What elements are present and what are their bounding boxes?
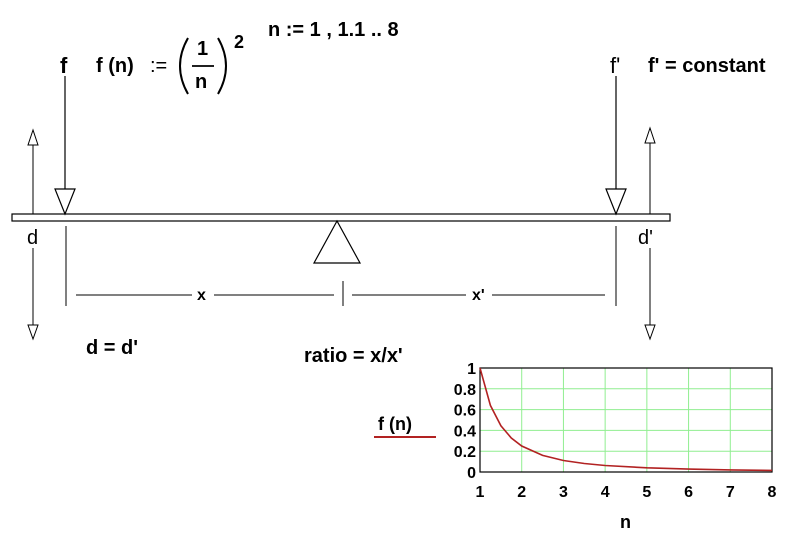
arm-left-label: x	[197, 287, 206, 304]
x-tick-label: 8	[768, 484, 777, 501]
force-right-label: f'	[610, 53, 621, 78]
dist-right-arrowhead-up	[644, 126, 656, 144]
chart-xlabel: n	[620, 512, 631, 532]
force-left-label: f	[60, 53, 68, 78]
x-tick-label: 2	[517, 484, 526, 501]
y-tick-label: 0.6	[454, 403, 476, 420]
dist-right-arrowhead-down	[644, 324, 656, 341]
chart-plot-area	[480, 368, 772, 472]
x-tick-label: 7	[726, 484, 735, 501]
distance-equation: d = d'	[86, 337, 138, 359]
range-definition: n := 1 , 1.1 .. 8	[268, 19, 399, 41]
fn-definition-op: :=	[150, 55, 168, 77]
x-tick-label: 1	[476, 484, 485, 501]
chart-frame	[479, 367, 773, 473]
legend-label: f (n)	[378, 414, 412, 434]
force-left-arrowhead	[54, 188, 76, 216]
force-right-arrowhead	[605, 188, 627, 216]
dist-right-label: d'	[638, 227, 653, 249]
y-tick-label: 1	[467, 361, 476, 378]
series-curve	[479, 367, 773, 472]
x-tick-label: 6	[684, 484, 693, 501]
ratio-equation: ratio = x/x'	[304, 345, 403, 367]
fulcrum-triangle	[312, 219, 362, 264]
chart-tick-labels: 1 2 3 4 5 6 7 8 0 0.2 0.4 0.6 0.8 1	[454, 361, 777, 501]
f-of-n-chart: 1 2 3 4 5 6 7 8 0 0.2 0.4 0.6 0.8 1	[454, 361, 777, 501]
x-tick-label: 3	[559, 484, 568, 501]
x-tick-label: 4	[601, 484, 610, 501]
fraction-numerator: 1	[197, 38, 209, 60]
paren-left	[179, 37, 189, 95]
dist-left-arrowhead-down	[27, 324, 39, 341]
exponent: 2	[234, 32, 245, 52]
fn-definition-fn: f (n)	[96, 55, 134, 77]
fraction-denominator: n	[195, 71, 208, 93]
y-tick-label: 0.4	[454, 423, 476, 440]
paren-right	[217, 37, 227, 95]
lever-beam	[11, 213, 671, 222]
y-tick-label: 0	[467, 465, 476, 482]
arm-right-label: x'	[472, 287, 485, 304]
x-tick-label: 5	[642, 484, 651, 501]
dist-left-label: d	[27, 227, 39, 249]
y-tick-label: 0.8	[454, 382, 476, 399]
y-tick-label: 0.2	[454, 444, 476, 461]
force-right-definition: f' = constant	[648, 55, 766, 77]
dist-left-arrowhead-up	[27, 128, 39, 146]
